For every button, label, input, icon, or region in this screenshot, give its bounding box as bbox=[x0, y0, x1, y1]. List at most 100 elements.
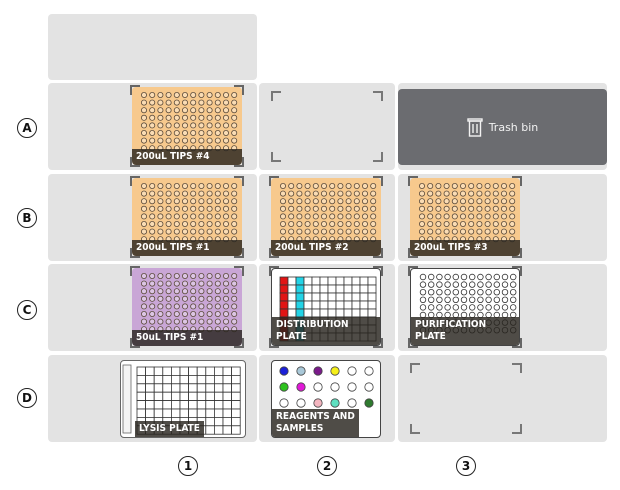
well bbox=[287, 308, 297, 318]
well bbox=[214, 273, 221, 279]
well-grid bbox=[140, 183, 238, 243]
well bbox=[214, 318, 221, 325]
well bbox=[509, 205, 516, 212]
well bbox=[223, 318, 230, 325]
well bbox=[335, 308, 345, 318]
well bbox=[153, 366, 164, 376]
well-grid bbox=[279, 366, 374, 408]
well bbox=[501, 273, 509, 281]
well bbox=[493, 304, 500, 311]
tip-rack-b2[interactable]: 200uL TIPS #2 bbox=[271, 178, 381, 256]
well bbox=[149, 190, 156, 197]
well bbox=[443, 213, 450, 220]
deck-slot-a2[interactable] bbox=[259, 83, 395, 170]
well bbox=[140, 311, 147, 318]
well bbox=[460, 190, 467, 197]
well bbox=[140, 295, 147, 302]
labware-corner-mark bbox=[269, 338, 279, 348]
purification-plate[interactable]: PURIFICATION PLATE bbox=[410, 268, 520, 346]
well bbox=[279, 183, 286, 189]
well bbox=[173, 198, 180, 205]
well bbox=[231, 391, 241, 402]
well bbox=[214, 122, 221, 129]
tip-rack-b1[interactable]: 200uL TIPS #1 bbox=[132, 178, 242, 256]
well bbox=[427, 213, 434, 220]
well bbox=[190, 311, 197, 318]
well bbox=[162, 383, 172, 393]
well bbox=[231, 107, 238, 114]
well bbox=[287, 292, 297, 302]
well bbox=[469, 289, 476, 296]
tip-rack-b3[interactable]: 200uL TIPS #3 bbox=[410, 178, 520, 256]
well bbox=[214, 400, 224, 410]
well bbox=[140, 280, 147, 287]
well bbox=[222, 391, 233, 402]
well bbox=[157, 205, 164, 212]
well bbox=[303, 308, 313, 318]
tip-rack-c1[interactable]: 50uL TIPS #1 bbox=[132, 268, 242, 346]
well bbox=[231, 99, 238, 106]
well bbox=[206, 99, 213, 106]
well bbox=[452, 304, 459, 311]
well bbox=[162, 374, 172, 385]
well bbox=[182, 303, 189, 310]
well bbox=[303, 276, 313, 286]
well bbox=[223, 273, 230, 279]
distribution-plate[interactable]: DISTRIBUTION PLATE bbox=[271, 268, 381, 346]
well bbox=[279, 190, 286, 197]
well bbox=[460, 213, 467, 220]
well bbox=[157, 190, 164, 197]
well bbox=[312, 213, 319, 220]
reagents-and-samples-reservoir[interactable]: REAGENTS AND SAMPLES bbox=[271, 360, 381, 438]
well bbox=[214, 190, 221, 197]
well bbox=[436, 289, 443, 296]
well bbox=[345, 213, 352, 220]
well bbox=[190, 280, 197, 287]
well bbox=[223, 92, 230, 98]
well bbox=[149, 99, 156, 106]
tip-rack-a1[interactable]: 200uL TIPS #4 bbox=[132, 87, 242, 165]
well bbox=[157, 280, 164, 287]
well bbox=[198, 198, 205, 205]
well bbox=[321, 190, 328, 197]
well bbox=[206, 107, 213, 114]
well bbox=[173, 288, 180, 295]
well bbox=[312, 183, 319, 189]
lysis-plate[interactable]: LYSIS PLATE bbox=[120, 360, 246, 438]
well bbox=[231, 318, 238, 325]
well bbox=[206, 183, 213, 189]
well bbox=[501, 198, 508, 205]
well bbox=[427, 221, 434, 228]
well bbox=[206, 190, 213, 197]
well bbox=[231, 273, 238, 279]
well bbox=[509, 198, 516, 205]
well bbox=[149, 303, 156, 310]
well bbox=[304, 228, 311, 235]
well bbox=[231, 400, 241, 410]
well bbox=[451, 183, 458, 189]
well bbox=[370, 183, 377, 189]
well bbox=[231, 366, 241, 376]
trash-bin[interactable]: Trash bin bbox=[398, 89, 607, 165]
well bbox=[476, 228, 483, 235]
well bbox=[501, 304, 509, 311]
well bbox=[319, 284, 329, 294]
well bbox=[367, 300, 377, 310]
well bbox=[206, 280, 213, 287]
deck-slot-d3[interactable] bbox=[398, 355, 607, 442]
well bbox=[153, 383, 164, 393]
well bbox=[370, 221, 377, 228]
well bbox=[484, 221, 491, 228]
well bbox=[165, 137, 172, 144]
well bbox=[149, 311, 156, 318]
well bbox=[149, 137, 156, 144]
well bbox=[460, 221, 467, 228]
well bbox=[312, 205, 319, 212]
well bbox=[370, 228, 377, 235]
well bbox=[345, 198, 352, 205]
well bbox=[214, 92, 221, 98]
well bbox=[329, 228, 336, 235]
well bbox=[427, 205, 434, 212]
well bbox=[311, 292, 321, 302]
well bbox=[311, 276, 321, 286]
